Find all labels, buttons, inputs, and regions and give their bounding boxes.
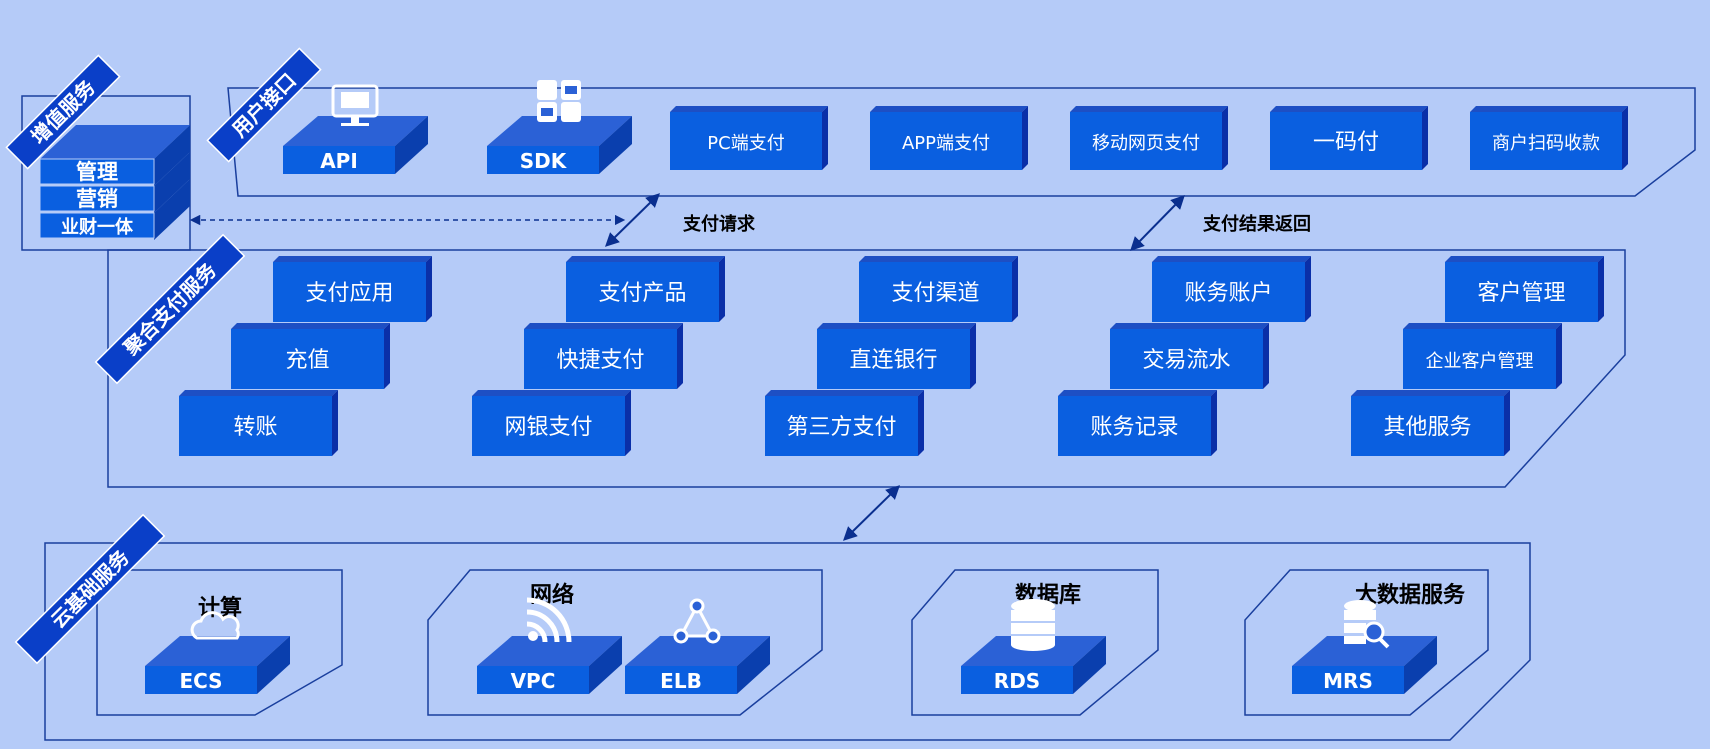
cloud-ribbon-label: 云基础服务	[46, 544, 134, 632]
service-box-3-0: 账务账户	[1152, 256, 1311, 322]
user-interface-panel	[227, 87, 1696, 197]
sdk-blocks-icon	[537, 80, 581, 122]
pay-result-arrow	[1130, 194, 1185, 252]
channel-box-3-label: 一码付	[1313, 130, 1379, 155]
channel-box-1-label: APP端支付	[902, 133, 990, 154]
service-box-3-1-label: 交易流水	[1142, 348, 1230, 373]
cloud-ecs-label: ECS	[179, 669, 222, 693]
value-item-label: 业财一体	[61, 216, 134, 238]
platform-sdk: SDK	[487, 80, 632, 174]
value-item-1: 营销	[39, 152, 190, 213]
platform-api: API	[283, 84, 428, 174]
database-icon	[1011, 599, 1055, 651]
cloud-rds: RDS	[961, 599, 1106, 694]
service-box-3-2-label: 账务记录	[1090, 415, 1178, 440]
service-box-0-2-label: 转账	[233, 415, 277, 440]
service-box-2-1: 直连银行	[817, 323, 976, 389]
service-box-1-1-label: 快捷支付	[556, 348, 644, 373]
service-box-2-0-label: 支付渠道	[891, 281, 979, 306]
database-search-icon	[1344, 600, 1390, 649]
cloud-mrs-label: MRS	[1323, 669, 1373, 693]
wifi-icon	[526, 597, 572, 643]
channel-box-2: 移动网页支付	[1070, 106, 1228, 170]
cloud-rds-label: RDS	[994, 669, 1040, 693]
service-box-4-1-label: 企业客户管理	[1426, 351, 1534, 372]
cloud-panel	[44, 542, 1531, 741]
value-item-label: 营销	[76, 187, 118, 211]
service-box-1-2-label: 网银支付	[504, 415, 592, 440]
cloud-ribbon: 云基础服务	[14, 513, 166, 665]
service-box-2-2: 第三方支付	[765, 390, 924, 456]
cloud-vpc: VPC	[477, 597, 622, 694]
service-box-0-0-label: 支付应用	[305, 281, 393, 306]
pay-request-arrow	[604, 193, 661, 247]
service-box-0-2: 转账	[179, 390, 338, 456]
cloud-elb: ELB	[625, 598, 770, 694]
value-item-2: 业财一体	[39, 179, 190, 240]
service-box-1-0: 支付产品	[566, 256, 725, 322]
service-box-0-1: 充值	[231, 323, 390, 389]
cloud-link-arrow	[842, 485, 901, 541]
pay-result-label: 支付结果返回	[1202, 213, 1311, 235]
cloud-vpc-label: VPC	[511, 669, 556, 693]
service-box-0-0: 支付应用	[273, 256, 432, 322]
cloud-elb-label: ELB	[660, 669, 702, 693]
aggregate-ribbon: 聚合支付服务	[94, 233, 246, 385]
user-interface-ribbon-label: 用户接口	[227, 68, 301, 142]
channel-box-3: 一码付	[1270, 106, 1428, 170]
service-box-1-2: 网银支付	[472, 390, 631, 456]
service-box-4-0: 客户管理	[1445, 256, 1604, 322]
service-box-3-2: 账务记录	[1058, 390, 1217, 456]
bigdata-group-frame	[1244, 569, 1489, 716]
cloud-mrs: MRS	[1292, 600, 1437, 694]
value-item-0: 管理	[39, 125, 190, 186]
cloud-group-title-1: 网络	[530, 582, 574, 608]
monitor-api-icon	[331, 84, 379, 126]
cloud-icon	[190, 611, 240, 640]
cloud-ecs: ECS	[145, 611, 290, 694]
service-box-4-0-label: 客户管理	[1477, 281, 1565, 306]
channel-box-4: 商户扫码收款	[1470, 106, 1628, 170]
load-balancer-icon	[673, 598, 721, 644]
aggregate-ribbon-label: 聚合支付服务	[118, 257, 221, 360]
service-box-2-0: 支付渠道	[859, 256, 1018, 322]
channel-box-4-label: 商户扫码收款	[1492, 133, 1600, 154]
service-box-2-2-label: 第三方支付	[786, 415, 896, 440]
service-box-4-2: 其他服务	[1351, 390, 1510, 456]
service-box-4-1: 企业客户管理	[1403, 323, 1562, 389]
service-box-3-0-label: 账务账户	[1184, 281, 1272, 306]
channel-box-0: PC端支付	[670, 106, 828, 170]
channel-box-0-label: PC端支付	[707, 133, 784, 154]
pay-request-label: 支付请求	[682, 213, 756, 235]
channel-box-1: APP端支付	[870, 106, 1028, 170]
network-group-frame	[427, 569, 823, 716]
value-item-label: 管理	[76, 160, 118, 184]
service-box-3-1: 交易流水	[1110, 323, 1269, 389]
platform-api-label: API	[320, 149, 358, 173]
platform-sdk-label: SDK	[520, 149, 568, 173]
service-box-1-0-label: 支付产品	[598, 281, 686, 306]
database-group-frame	[911, 569, 1159, 716]
service-box-0-1-label: 充值	[285, 348, 329, 373]
service-box-1-1: 快捷支付	[524, 323, 683, 389]
service-box-2-1-label: 直连银行	[849, 348, 937, 373]
aggregate-panel	[107, 249, 1626, 488]
service-box-4-2-label: 其他服务	[1383, 415, 1471, 440]
channel-box-2-label: 移动网页支付	[1092, 133, 1200, 154]
